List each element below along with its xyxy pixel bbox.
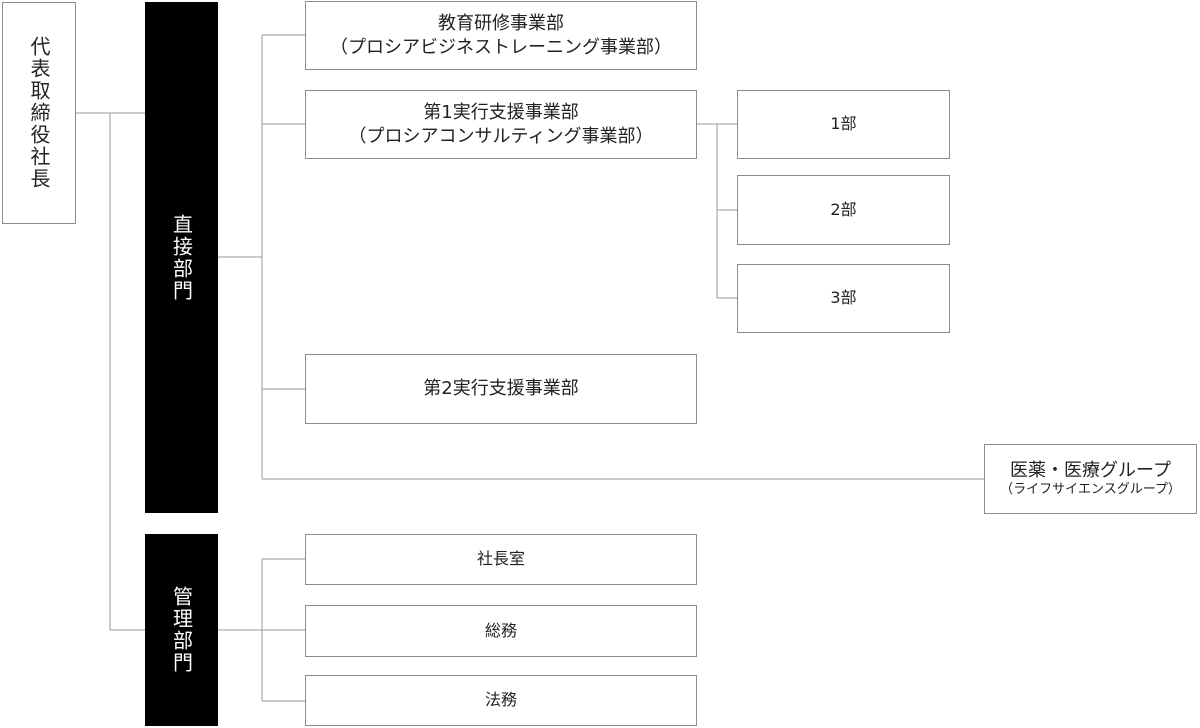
education-sub: （プロシアビジネストレーニング事業部） — [330, 36, 672, 58]
direct-dept-box: 直接部門 — [145, 2, 218, 513]
medical-sub: （ライフサイエンスグループ） — [1000, 482, 1181, 498]
first-sub2-box: 2部 — [737, 175, 950, 245]
first-sub3-label: 3部 — [830, 288, 857, 308]
legal-box: 法務 — [305, 675, 697, 726]
first-sub3-box: 3部 — [737, 264, 950, 333]
first-exec-box: 第1実行支援事業部 （プロシアコンサルティング事業部） — [305, 90, 697, 159]
medical-name: 医薬・医療グループ — [1010, 459, 1171, 481]
first-sub2-label: 2部 — [830, 199, 857, 219]
admin-dept-box: 管理部門 — [145, 534, 218, 726]
general-affairs-label: 総務 — [484, 620, 517, 640]
ceo-box: 代表取締役社長 — [2, 2, 76, 224]
second-exec-box: 第2実行支援事業部 — [305, 354, 697, 424]
first-sub1-label: 1部 — [830, 114, 857, 134]
ceo-label: 代表取締役社長 — [27, 36, 51, 190]
admin-dept-label: 管理部門 — [169, 586, 194, 674]
first-exec-sub: （プロシアコンサルティング事業部） — [348, 125, 654, 147]
education-box: 教育研修事業部 （プロシアビジネストレーニング事業部） — [305, 1, 697, 70]
education-name: 教育研修事業部 — [438, 13, 564, 35]
president-office-label: 社長室 — [476, 549, 525, 569]
first-exec-name: 第1実行支援事業部 — [423, 102, 579, 124]
direct-dept-label: 直接部門 — [169, 213, 194, 302]
legal-label: 法務 — [484, 690, 517, 710]
first-sub1-box: 1部 — [737, 90, 950, 159]
general-affairs-box: 総務 — [305, 605, 697, 657]
second-exec-name: 第2実行支援事業部 — [423, 378, 579, 400]
medical-box: 医薬・医療グループ （ライフサイエンスグループ） — [984, 444, 1197, 514]
president-office-box: 社長室 — [305, 534, 697, 585]
